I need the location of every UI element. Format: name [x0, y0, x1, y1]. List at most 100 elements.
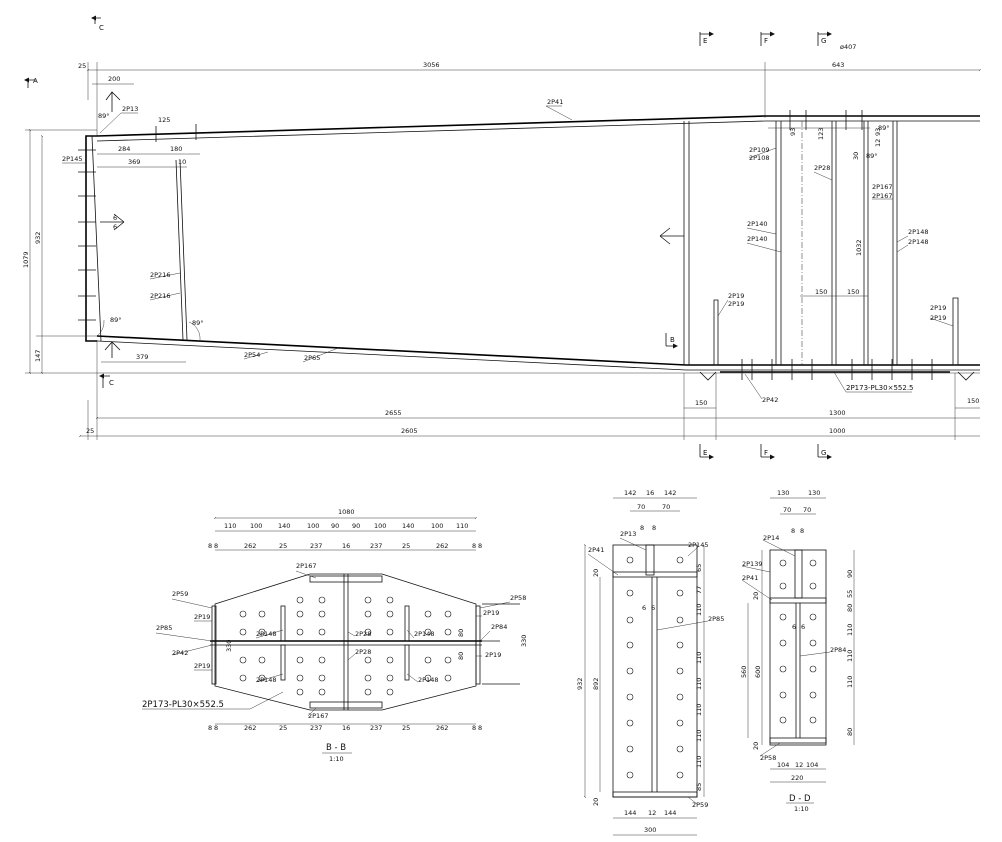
dd-right-dimensions: 90 55 80 110 110 110 80 — [846, 550, 855, 745]
part-label: 2P145 — [688, 541, 708, 549]
section-dd: 130 130 70 70 8 8 6 6 90 55 80 110 110 — [740, 489, 855, 813]
beam-outline — [78, 110, 980, 380]
dim-text: 123 — [817, 128, 825, 140]
part-label: 2P14 — [763, 534, 779, 542]
dim-text: 20 — [592, 569, 600, 577]
part-label: 2P19 — [728, 300, 744, 308]
dim-text: 55 — [846, 590, 854, 598]
section-mark-label: F — [764, 37, 768, 45]
ee-bottom-dimensions: 144 12 144 300 — [613, 809, 697, 836]
dim-text: 6 — [651, 604, 655, 612]
part-label: 2P109 — [749, 146, 769, 154]
dim-text: 142 — [624, 489, 636, 497]
part-label: 2P108 — [749, 154, 769, 162]
dim-text: 2605 — [401, 427, 418, 435]
dd-bolt-holes — [779, 559, 817, 724]
dim-text: 892 — [592, 678, 600, 690]
part-label: 2P148 — [414, 630, 434, 638]
top-splice-bolts — [155, 110, 863, 142]
ee-plate — [612, 544, 698, 798]
part-label: 2P140 — [747, 220, 767, 228]
weld-size: 6 — [113, 223, 117, 231]
bottom-dimension-chains: 25 2655 150 1300 150 2605 1000 — [78, 340, 980, 440]
dim-text: 110 — [695, 756, 703, 768]
section-mark-g-bottom: G — [817, 444, 832, 460]
dim-text: 144 — [664, 809, 676, 817]
part-label: 2P148 — [256, 676, 276, 684]
section-marks: C A E F G ø407 B C E F G — [24, 15, 856, 460]
part-label: 2P58 — [760, 754, 776, 762]
dim-text: 93 — [874, 128, 882, 136]
dim-text: 70 — [783, 506, 791, 514]
part-label: 2P41 — [588, 546, 604, 554]
dim-text: 262 — [436, 724, 448, 732]
dim-text: 20 — [592, 798, 600, 806]
dim-text: 6 — [642, 604, 646, 612]
bb-plate — [210, 573, 520, 711]
dim-text: 90 — [846, 570, 854, 578]
part-label: 2P28 — [355, 648, 371, 656]
angle-text: 89° — [866, 152, 878, 160]
dim-text: 25 — [402, 724, 410, 732]
section-mark-label: G — [821, 37, 826, 45]
dim-text: 8 — [208, 542, 212, 550]
dim-text: 1079 — [22, 251, 30, 268]
dim-text: 8 — [478, 724, 482, 732]
dim-text: 237 — [370, 724, 382, 732]
section-mark-g-top: G — [817, 31, 832, 46]
part-label: 2P148 — [418, 676, 438, 684]
section-scale: 1:10 — [329, 755, 344, 763]
dim-text: 932 — [576, 678, 584, 690]
dim-text: 8 — [791, 527, 795, 535]
section-mark-a: A — [24, 77, 38, 88]
dim-text: 80 — [846, 604, 854, 612]
angle-text: 89° — [98, 112, 110, 120]
dim-text: 100 — [307, 522, 319, 530]
ee-part-labels: 2P13 2P41 2P145 2P85 2P59 — [587, 530, 724, 809]
dim-text: 2655 — [385, 409, 402, 417]
dim-text: 237 — [310, 724, 322, 732]
section-ee: 142 16 142 70 70 8 8 6 6 65 77 — [576, 489, 724, 836]
part-label: 2P54 — [244, 351, 260, 359]
dim-text: 20 — [752, 742, 760, 750]
dim-text: 80 — [457, 629, 465, 637]
dim-text: 220 — [791, 774, 803, 782]
dim-text: 1300 — [829, 409, 846, 417]
dim-text: 150 — [847, 288, 859, 296]
dim-text: 8 — [214, 542, 218, 550]
dim-text: 25 — [402, 542, 410, 550]
plate-label: 2P173-PL30×552.5 — [142, 700, 224, 710]
dim-text: 560 — [740, 666, 748, 678]
part-label: 2P13 — [620, 530, 636, 538]
dim-text: 70 — [637, 503, 645, 511]
dim-text: 330 — [225, 640, 233, 652]
dim-text: 8 — [800, 527, 804, 535]
part-label: 2P216 — [150, 271, 170, 279]
dim-text: 237 — [370, 542, 382, 550]
dim-text: 110 — [695, 704, 703, 716]
dim-text: 300 — [644, 826, 656, 834]
section-mark-e-top: E — [699, 31, 714, 46]
section-mark-label: F — [764, 449, 768, 457]
dim-text: 150 — [695, 399, 707, 407]
dim-text: 8 — [652, 524, 656, 532]
bb-side-dimensions: 330 80 80 330 — [225, 629, 528, 660]
angle-text: 89° — [110, 316, 122, 324]
dim-text: 110 — [846, 624, 854, 636]
dim-text: 93 — [789, 128, 797, 136]
part-label: 2P13 — [122, 105, 138, 113]
ee-right-dimensions: 65 77 110 110 110 110 110 110 85 — [695, 545, 705, 797]
part-label: 2P59 — [172, 590, 188, 598]
part-label: 2P19 — [930, 304, 946, 312]
part-label: 2P41 — [547, 98, 563, 106]
ee-top-dimensions: 142 16 142 70 70 8 8 6 6 — [613, 489, 697, 612]
section-scale: 1:10 — [794, 805, 809, 813]
dim-text: 6 — [801, 623, 805, 631]
dim-text: 25 — [78, 62, 86, 70]
dim-text: 110 — [456, 522, 468, 530]
end-plate-bolts — [78, 149, 96, 321]
dim-text: 200 — [108, 75, 120, 83]
dim-text: 147 — [34, 350, 42, 362]
dim-text: 3056 — [423, 61, 440, 69]
